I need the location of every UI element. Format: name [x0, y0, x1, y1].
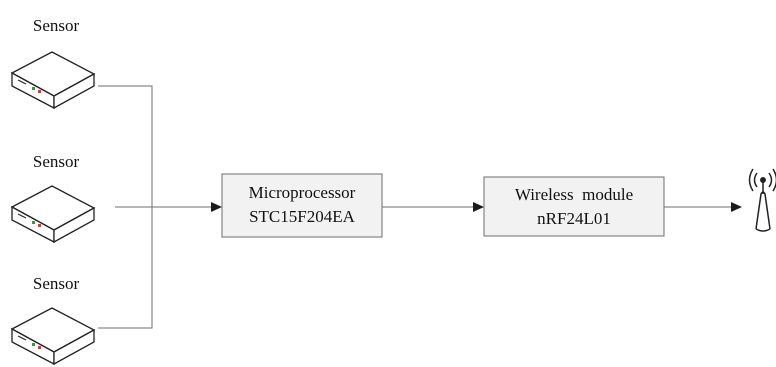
- sensor-bus-lines: [98, 85, 212, 329]
- sensor-label-1: Sensor: [33, 16, 80, 35]
- sensor-label-3: Sensor: [33, 274, 80, 293]
- arrow-to-antenna: [731, 202, 742, 212]
- microprocessor-title: Microprocessor: [249, 183, 356, 202]
- arrow-to-wireless-module: [473, 202, 484, 212]
- antenna-icon: [748, 168, 776, 232]
- arrow-to-microprocessor: [211, 202, 222, 212]
- sensor-device-icon: [10, 185, 96, 244]
- wireless-module-block: Wireless module nRF24L01: [483, 176, 665, 237]
- sensor-device-icon: [10, 307, 96, 366]
- microprocessor-model: STC15F204EA: [249, 207, 356, 226]
- sensor-label-2: Sensor: [33, 152, 80, 171]
- wireless-module-model: nRF24L01: [537, 209, 611, 228]
- wireless-module-title: Wireless module: [515, 185, 633, 204]
- sensor-device-icon: [10, 51, 96, 110]
- microprocessor-block: Microprocessor STC15F204EA: [221, 173, 383, 238]
